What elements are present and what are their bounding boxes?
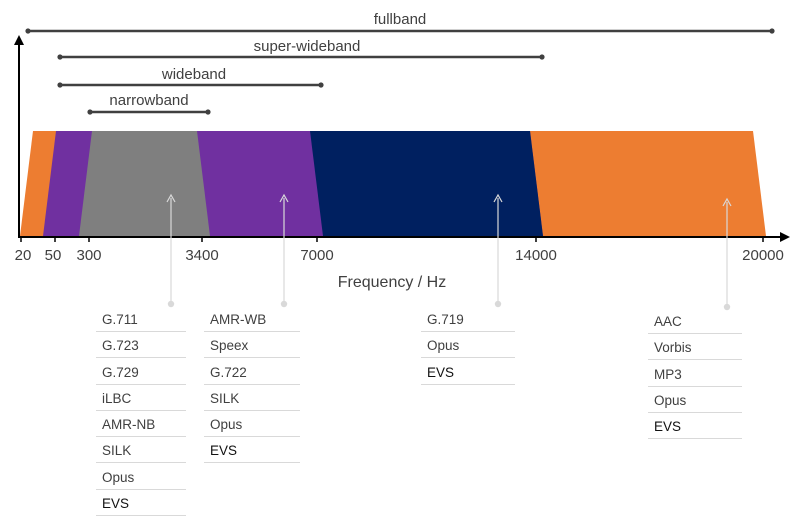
band-label-narrowband: narrowband xyxy=(109,92,188,109)
band-label-fullband: fullband xyxy=(374,11,427,28)
codec-list-fullband: AAC Vorbis MP3 Opus EVS xyxy=(648,309,742,440)
codec-item: G.719 xyxy=(421,307,515,332)
codec-item: SILK xyxy=(96,438,186,464)
tick-label-50: 50 xyxy=(45,247,62,264)
pointer-superwideband xyxy=(493,193,503,308)
tick-label-20: 20 xyxy=(15,247,32,264)
codec-item: AMR-WB xyxy=(204,307,300,332)
codec-item: EVS xyxy=(204,438,300,464)
codec-item: EVS xyxy=(96,491,186,517)
codec-item: iLBC xyxy=(96,386,186,411)
codec-item: Opus xyxy=(204,412,300,438)
tick-label-20000: 20000 xyxy=(742,247,784,264)
tick-label-300: 300 xyxy=(76,247,101,264)
codec-item: Opus xyxy=(96,465,186,490)
tick-label-14000: 14000 xyxy=(515,247,557,264)
codec-item: Opus xyxy=(421,333,515,359)
codec-list-wideband: AMR-WB Speex G.722 SILK Opus EVS xyxy=(204,307,300,465)
codec-item: SILK xyxy=(204,386,300,411)
codec-item: MP3 xyxy=(648,362,742,387)
codec-item: Opus xyxy=(648,388,742,413)
pointer-wideband xyxy=(279,193,289,308)
x-axis-title: Frequency / Hz xyxy=(338,274,446,291)
codec-item: EVS xyxy=(648,414,742,440)
band-label-wideband: wideband xyxy=(161,66,226,83)
tick-label-3400: 3400 xyxy=(185,247,218,264)
codec-item: G.723 xyxy=(96,333,186,359)
band-label-super-wideband: super-wideband xyxy=(254,38,361,55)
tick-label-7000: 7000 xyxy=(300,247,333,264)
codec-item: G.722 xyxy=(204,360,300,385)
codec-item: G.729 xyxy=(96,360,186,385)
codec-item: G.711 xyxy=(96,307,186,332)
codec-item: EVS xyxy=(421,360,515,385)
codec-list-superwideband: G.719 Opus EVS xyxy=(421,307,515,386)
codec-item: Speex xyxy=(204,333,300,359)
band-14000-region xyxy=(310,131,543,236)
codec-item: AMR-NB xyxy=(96,412,186,438)
codec-item: AAC xyxy=(648,309,742,334)
band-narrowband-region xyxy=(79,131,210,236)
pointer-fullband xyxy=(722,197,732,311)
codec-item: Vorbis xyxy=(648,335,742,361)
codec-list-narrowband: G.711 G.723 G.729 iLBC AMR-NB SILK Opus … xyxy=(96,307,186,517)
pointer-narrowband xyxy=(166,193,176,308)
